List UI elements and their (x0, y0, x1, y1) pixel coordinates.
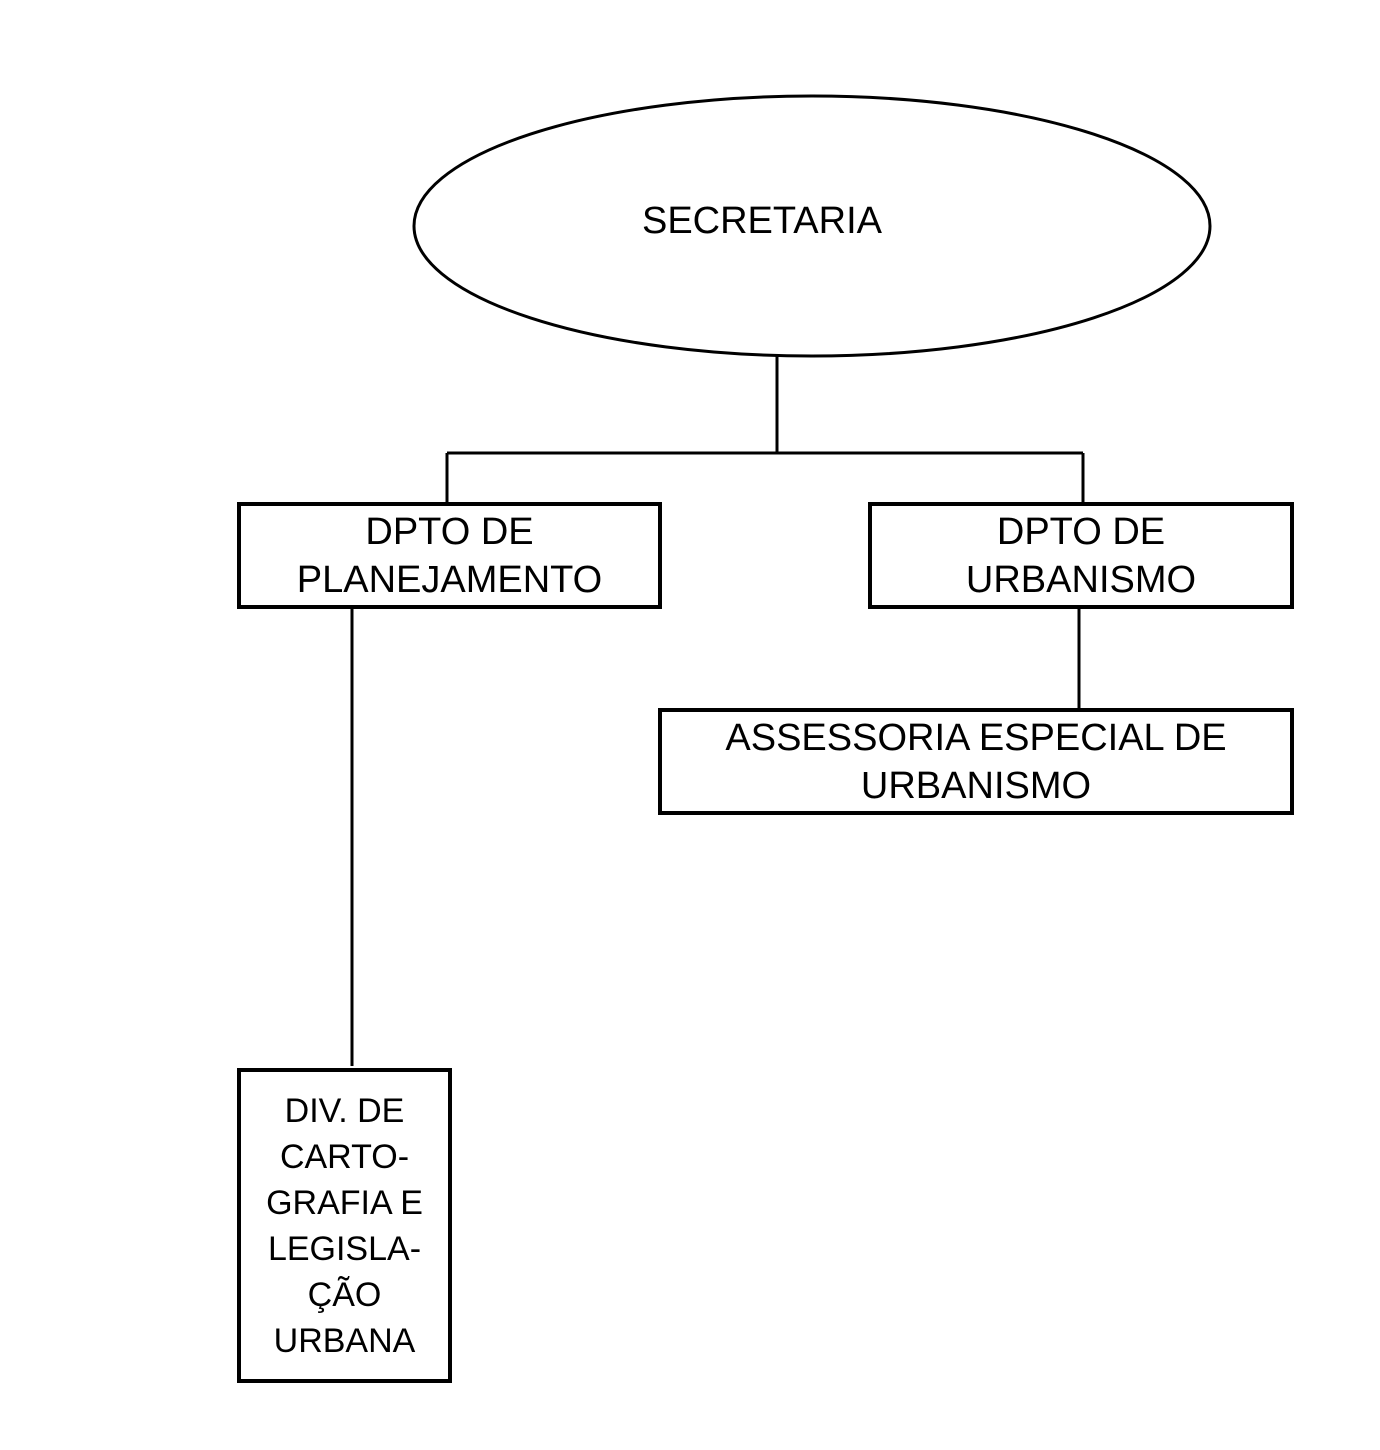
divisao-line-3: GRAFIA E (266, 1183, 423, 1222)
dpto-planejamento-label: DPTO DE PLANEJAMENTO (241, 506, 658, 605)
dpto-planejamento-line-1: DPTO DE (365, 510, 534, 553)
divisao-line-2: CARTO- (279, 1137, 410, 1176)
secretaria-label-line: SECRETARIA (641, 200, 882, 242)
dpto-planejamento-line-2: PLANEJAMENTO (296, 558, 603, 601)
dpto-urbanismo-box (868, 502, 1294, 609)
divisao-line-4: LEGISLA- (267, 1229, 422, 1268)
divisao-line-1: DIV. DE (284, 1091, 405, 1130)
assessoria-line-1: ASSESSORIA ESPECIAL DE (725, 716, 1227, 759)
assessoria-line-2: URBANISMO (860, 764, 1092, 807)
divisao-line-6: URBANA (273, 1321, 416, 1360)
dpto-urbanismo-line-1: DPTO DE (996, 510, 1166, 553)
divisao-label: DIV. DE CARTO- GRAFIA E LEGISLA- ÇÃO URB… (241, 1072, 448, 1379)
divisao-box (237, 1068, 452, 1383)
secretaria-label: SECRETARIA (470, 186, 1054, 256)
divisao-line-5: ÇÃO (307, 1275, 382, 1314)
dpto-planejamento-box (237, 502, 662, 609)
dpto-urbanismo-label: DPTO DE URBANISMO (872, 506, 1290, 605)
secretaria-node-shape (412, 94, 1212, 358)
assessoria-label: ASSESSORIA ESPECIAL DE URBANISMO (662, 712, 1290, 811)
dpto-urbanismo-line-2: URBANISMO (965, 558, 1197, 601)
assessoria-box (658, 708, 1294, 815)
